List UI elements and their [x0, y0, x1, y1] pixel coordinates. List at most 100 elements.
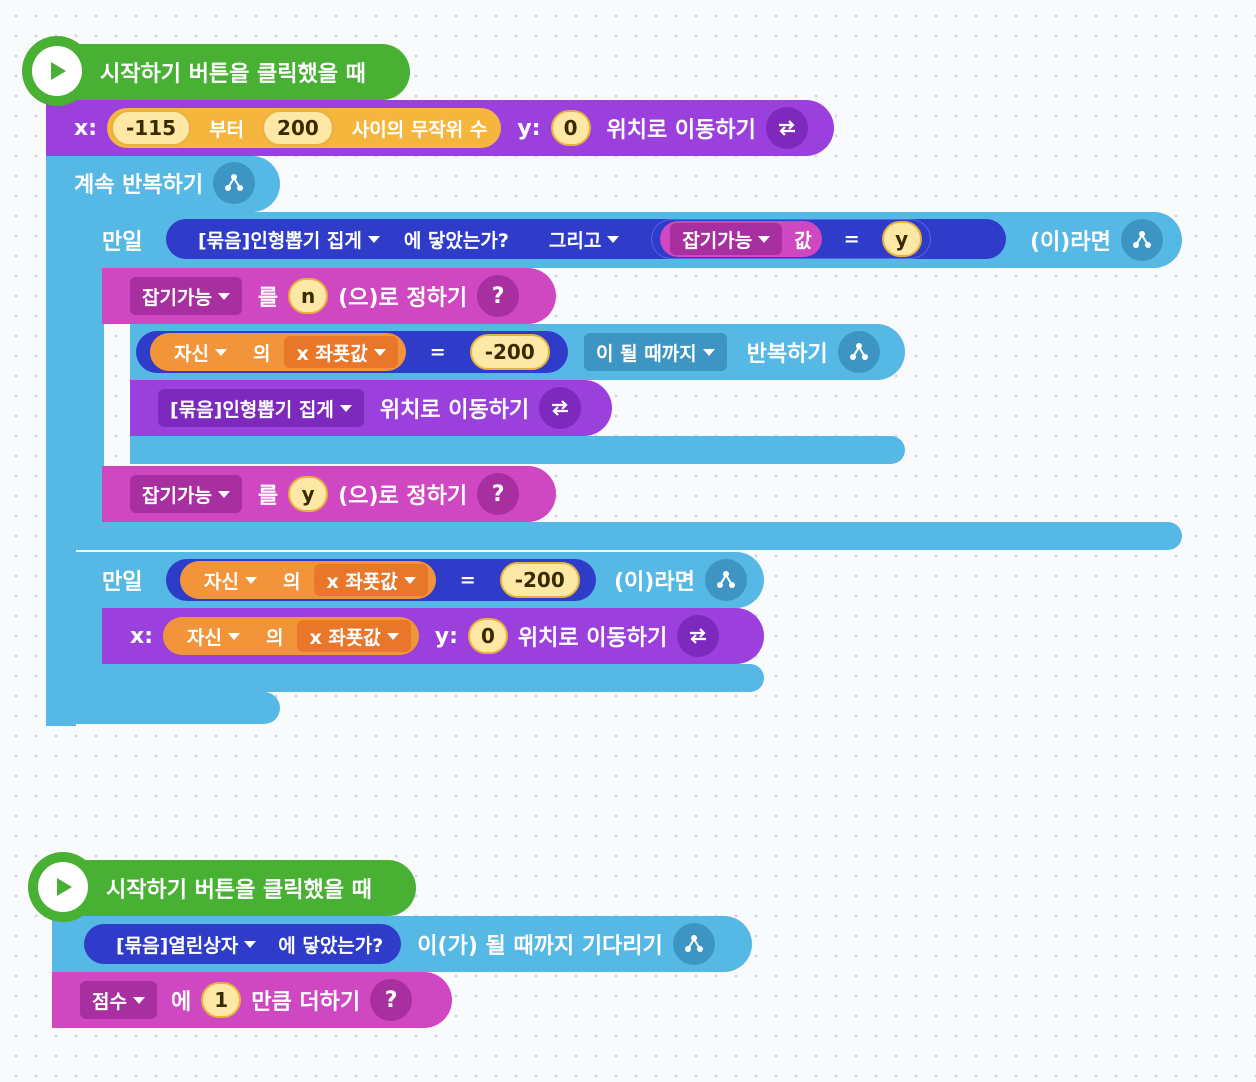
dropdown-caret-icon [227, 632, 240, 640]
flow-branch-icon[interactable] [672, 923, 715, 965]
move1-block[interactable]: x: -115 부터 200 사이의 무작위 수 y: 0 위치로 이동하기 [46, 100, 834, 156]
rand-min[interactable]: -115 [111, 110, 192, 146]
move3-y-value[interactable]: 0 [467, 618, 508, 654]
until-coord-block[interactable]: 자신 의 x 좌푯값 [150, 333, 406, 371]
move1-suffix: 위치로 이동하기 [606, 118, 756, 143]
play-icon[interactable] [28, 852, 98, 922]
random-number-block[interactable]: -115 부터 200 사이의 무작위 수 [107, 108, 502, 148]
wait-condition[interactable]: [묶음]열린상자 에 닿았는가? [84, 924, 402, 964]
set1-verb: 를 [257, 286, 279, 311]
set2-suffix: (으)로 정하기 [338, 484, 468, 509]
move3-object-dropdown[interactable]: 자신 [175, 620, 252, 652]
wait-until-block[interactable]: [묶음]열린상자 에 닿았는가? 이(가) 될 때까지 기다리기 [52, 916, 752, 972]
and-condition[interactable]: [묶음]인형뽑기 집게 에 닿았는가? 그리고 잡기가능 값 = y [166, 219, 1006, 259]
move3-suffix: 위치로 이동하기 [517, 626, 668, 651]
set2-value[interactable]: y [288, 476, 329, 512]
question-icon[interactable]: ? [477, 473, 520, 515]
if2-value[interactable]: -200 [499, 562, 580, 598]
if1-block[interactable]: 만일 [102, 217, 142, 263]
eq-sign: = [843, 228, 860, 250]
set2-block[interactable]: 잡기가능 를 y (으)로 정하기 ? [102, 466, 556, 522]
flow-branch-icon[interactable] [837, 331, 880, 373]
until-object-dropdown[interactable]: 자신 [162, 336, 239, 368]
start-hat-label: 시작하기 버튼을 클릭했을 때 [100, 62, 366, 87]
move1-x-label: x: [74, 115, 97, 141]
flow-branch-icon[interactable] [1120, 219, 1163, 261]
dropdown-caret-icon [373, 348, 386, 356]
wait-suffix: 이(가) 될 때까지 기다리기 [417, 934, 663, 959]
start-hat-label-2: 시작하기 버튼을 클릭했을 때 [106, 878, 372, 903]
forever-block[interactable]: 계속 반복하기 [74, 160, 256, 206]
add-value[interactable]: 1 [201, 982, 242, 1018]
rand-from: 부터 [209, 118, 245, 141]
add-var-block[interactable]: 점수 에 1 만큼 더하기 ? [52, 972, 452, 1028]
if2-condition[interactable]: 자신 의 x 좌푯값 = -200 [166, 559, 596, 601]
dropdown-caret-icon [244, 940, 257, 948]
if2-label: 만일 [102, 570, 143, 595]
touch-suffix: 에 닿았는가? [403, 229, 509, 252]
dropdown-caret-icon [367, 235, 380, 243]
flow-branch-icon[interactable] [704, 559, 747, 601]
set1-value[interactable]: n [288, 278, 329, 314]
until-of: 의 [252, 342, 271, 365]
if2-object-text: 자신 [204, 570, 239, 593]
until-block-foot [130, 436, 905, 464]
move2-target-dropdown[interactable]: [묶음]인형뽑기 집게 [158, 389, 364, 427]
dropdown-caret-icon [132, 996, 145, 1004]
set1-var-dropdown[interactable]: 잡기가능 [130, 277, 242, 315]
until-attr-text: x 좌푯값 [296, 342, 368, 365]
if2-object-dropdown[interactable]: 자신 [192, 564, 269, 596]
move3-block[interactable]: x: 자신 의 x 좌푯값 y: 0 위치로 이동하기 [102, 608, 764, 664]
if1-block-spine [74, 212, 104, 550]
forever-label: 계속 반복하기 [74, 173, 204, 198]
move2-target-text: [묶음]인형뽑기 집게 [170, 398, 334, 421]
dropdown-caret-icon [217, 490, 230, 498]
if2-suffix-group: (이)라면 [614, 557, 747, 603]
var-value-block[interactable]: 잡기가능 값 [660, 221, 822, 257]
if2-block[interactable]: 만일 [102, 557, 142, 603]
set2-var-dropdown[interactable]: 잡기가능 [130, 475, 242, 513]
play-icon[interactable] [22, 36, 92, 106]
add-var-dropdown[interactable]: 점수 [80, 981, 157, 1019]
flow-branch-icon[interactable] [213, 162, 256, 204]
until-condition[interactable]: 자신 의 x 좌푯값 = -200 [136, 331, 568, 373]
move3-attr-text: x 좌푯값 [309, 626, 381, 649]
until-value[interactable]: -200 [469, 334, 550, 370]
dropdown-caret-icon [758, 235, 771, 243]
forever-block-foot [46, 692, 280, 724]
rand-max[interactable]: 200 [262, 110, 334, 146]
touch-target-dropdown[interactable]: [묶음]인형뽑기 집게 [186, 220, 392, 258]
move-arrows-icon[interactable] [539, 387, 582, 429]
move3-attr-dropdown[interactable]: x 좌푯값 [297, 620, 411, 652]
equal-condition[interactable]: 잡기가능 값 = y [651, 219, 931, 259]
move3-y-label: y: [434, 623, 458, 649]
dropdown-caret-icon [607, 235, 620, 243]
compare-value[interactable]: y [881, 221, 922, 257]
question-icon[interactable]: ? [370, 979, 413, 1021]
if2-attr-dropdown[interactable]: x 좌푯값 [314, 564, 428, 596]
until-mode-dropdown[interactable]: 이 될 때까지 [584, 333, 727, 371]
set2-verb: 를 [257, 484, 279, 509]
move1-y-value[interactable]: 0 [550, 110, 591, 146]
if2-eq: = [459, 569, 476, 591]
move3-coord-block[interactable]: 자신 의 x 좌푯값 [163, 617, 419, 655]
wait-target-dropdown[interactable]: [묶음]열린상자 [104, 925, 268, 963]
question-icon[interactable]: ? [477, 275, 520, 317]
and-op-dropdown[interactable]: 그리고 [537, 220, 631, 258]
until-suffix: 반복하기 [746, 342, 828, 367]
set2-var-text: 잡기가능 [142, 484, 212, 507]
until-attr-dropdown[interactable]: x 좌푯값 [284, 336, 398, 368]
dropdown-caret-icon [403, 576, 416, 584]
until-eq: = [429, 341, 446, 363]
move-arrows-icon[interactable] [677, 615, 720, 657]
rand-suffix: 사이의 무작위 수 [351, 118, 488, 141]
forever-block-spine [46, 156, 76, 726]
move-arrows-icon[interactable] [765, 107, 808, 149]
dropdown-caret-icon [214, 348, 227, 356]
if2-coord-block[interactable]: 자신 의 x 좌푯값 [180, 561, 436, 599]
move2-block[interactable]: [묶음]인형뽑기 집게 위치로 이동하기 [130, 380, 612, 436]
set1-block[interactable]: 잡기가능 를 n (으)로 정하기 ? [102, 268, 556, 324]
until-block[interactable]: 이 될 때까지 반복하기 [584, 329, 880, 375]
if2-suffix: (이)라면 [614, 570, 695, 595]
var-name-dropdown[interactable]: 잡기가능 [670, 223, 783, 255]
